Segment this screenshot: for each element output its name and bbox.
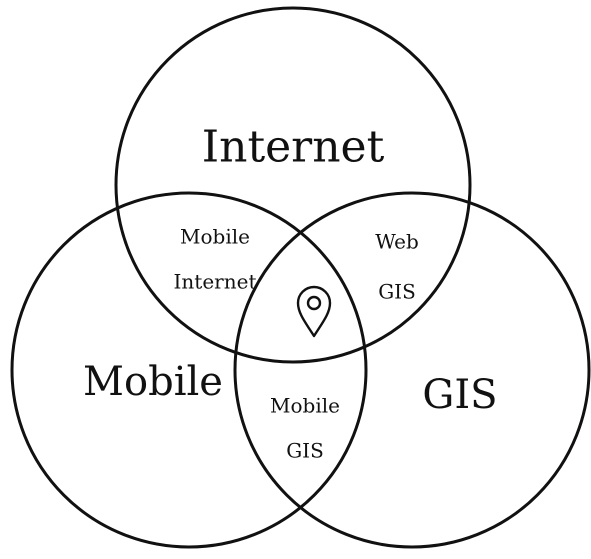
- internet-circle: [114, 6, 472, 364]
- mobile-label: Mobile: [83, 359, 223, 405]
- mobile-internet-label-line2: Internet: [174, 270, 257, 294]
- gis-circle: [233, 191, 591, 549]
- internet-label: Internet: [202, 122, 385, 173]
- mobile-gis-label-line2: GIS: [286, 439, 324, 463]
- mobile-circle: [10, 191, 368, 549]
- web-gis-label-line1: Web: [375, 230, 419, 254]
- gis-label: GIS: [422, 372, 497, 418]
- web-gis-label-line2: GIS: [378, 280, 416, 304]
- mobile-internet-label-line1: Mobile: [180, 225, 250, 249]
- map-pin-icon: [296, 285, 332, 338]
- mobile-gis-label-line1: Mobile: [270, 394, 340, 418]
